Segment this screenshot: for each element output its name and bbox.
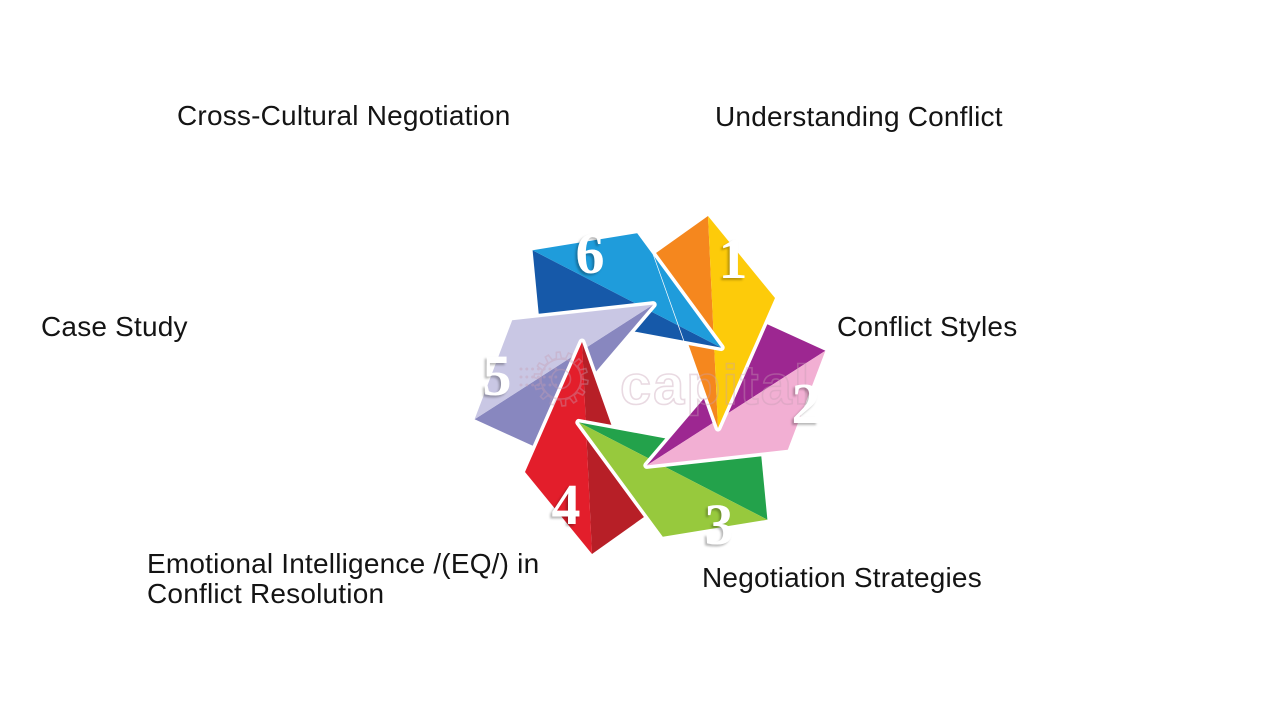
- label-case-study: Case Study: [41, 311, 188, 342]
- segment-numbers: 1 23 456: [483, 221, 821, 557]
- segment-number-3: 3: [705, 492, 734, 557]
- segment-number-2: 2: [792, 371, 821, 436]
- segment-number-6: 6: [576, 221, 605, 286]
- label-emotional-intelligence: Emotional Intelligence /(EQ/) in Conflic…: [147, 548, 540, 609]
- segment-number-1: 1: [719, 226, 748, 291]
- segment-blade-4: [521, 338, 648, 558]
- watermark-dots-pattern: [519, 367, 558, 387]
- label-understanding-conflict: Understanding Conflict: [715, 101, 1003, 132]
- watermark-text: capital: [620, 353, 811, 416]
- watermark: capital: [519, 351, 811, 417]
- segment-number-5: 5: [483, 343, 512, 408]
- label-conflict-styles: Conflict Styles: [837, 311, 1018, 342]
- pinwheel-blades: [471, 212, 829, 558]
- label-cross-cultural-negotiation: Cross-Cultural Negotiation: [177, 100, 511, 131]
- label-negotiation-strategies: Negotiation Strategies: [702, 562, 982, 593]
- gear-icon: [533, 351, 589, 407]
- segment-number-4: 4: [552, 472, 581, 537]
